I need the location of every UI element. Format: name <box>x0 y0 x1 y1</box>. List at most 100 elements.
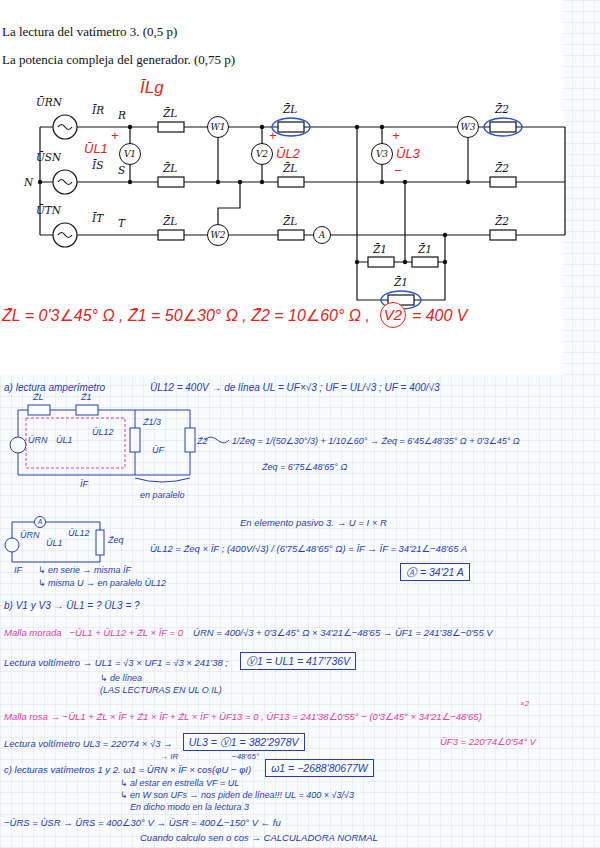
wattmeter-wire <box>218 182 240 224</box>
component-label: ĪS <box>92 159 103 172</box>
handwritten-note: ĪF <box>80 479 88 490</box>
impedance-symbol <box>490 122 516 132</box>
node-text: W3 <box>461 122 476 132</box>
junction-dot <box>443 260 447 264</box>
component-label: Z̄L <box>163 162 177 175</box>
question-text: La lectura del vatímetro 3. (0,5 p) <box>2 24 177 40</box>
junction-dot <box>355 260 359 264</box>
mesh-loop <box>26 418 125 468</box>
impedance-symbol <box>278 177 304 187</box>
sine-mark <box>58 125 72 238</box>
node-text: UL3 = Ⓥ1 = 382'2978V <box>189 736 299 748</box>
meter-symbol: W2 <box>207 224 229 246</box>
junction-dot <box>238 180 242 184</box>
impedance-symbol <box>490 230 516 240</box>
sketch-impedance <box>96 530 104 555</box>
component-label: Z̄L <box>283 215 297 228</box>
junction-dots <box>38 125 470 264</box>
handwritten-note: ŪL12 <box>68 528 90 539</box>
handwritten-note: + <box>269 128 277 144</box>
node-text: V2 <box>256 149 268 159</box>
node-text: A <box>319 230 326 240</box>
impedance-symbol <box>158 230 184 240</box>
handwritten-note: ŪF <box>152 445 164 456</box>
handwritten-note: = 400 V <box>412 306 468 325</box>
handwritten-note: (LAS LECTURAS EN UL O IL) <box>100 685 222 696</box>
impedance-symbol <box>412 257 438 267</box>
handwritten-note: ŪL12 = Z̄eq × ĪF ; (400V/√3) / (6'75∠48'… <box>150 543 467 554</box>
generators <box>53 115 77 247</box>
line-wire <box>77 127 565 235</box>
junction-dot <box>403 260 407 264</box>
component-label: Z̄L <box>283 103 297 116</box>
result-box: Ⓐ = 34'21 A <box>400 563 470 581</box>
handwritten-note: c) lecturas vatímetros 1 y 2. ω1 = ŪRN ×… <box>4 764 251 775</box>
meter-symbol: A <box>34 516 46 528</box>
junction-dot <box>216 180 220 184</box>
meter-symbol: W3 <box>457 116 479 138</box>
node-text: ω1 = −2688'80677W <box>271 762 368 774</box>
handwritten-note: Malla rosa → −ŪL1 + Z̄L × ĪF + Z̄1 × ĪF … <box>4 711 482 722</box>
handwritten-note: + <box>392 128 400 144</box>
junction-dot <box>466 180 470 184</box>
handwritten-note: → IR <box>160 752 178 762</box>
handwritten-note: Lectura voltímetro → UL1 = √3 × UF1 = √3… <box>4 657 228 668</box>
pen-circles <box>272 118 522 309</box>
handwritten-note: ↳ en serie → misma ĪF <box>38 565 131 576</box>
handwritten-note: Z̄1/3 <box>143 417 161 428</box>
handwritten-note: ŪF3 = 220'74∠0'54° V <box>440 736 536 747</box>
impedance-symbol <box>490 177 516 187</box>
result-box: ω1 = −2688'80677W <box>265 759 374 777</box>
sketch-wire <box>12 522 100 562</box>
sketch-source <box>5 538 19 552</box>
circuit-wires <box>40 127 565 300</box>
junction-dot <box>128 125 132 129</box>
handwritten-note: Z̄L <box>33 392 44 403</box>
handwritten-note: ŪRN <box>20 530 40 541</box>
component-label: Z̄2 <box>495 103 509 116</box>
impedances <box>158 122 516 305</box>
node-text: W1 <box>211 122 226 132</box>
component-label: ŪTN <box>36 204 61 217</box>
handwritten-note: Z̄eq = 6'75∠48'65° Ω <box>262 462 347 473</box>
handwritten-note: ŪL1 <box>56 435 73 446</box>
component-label: Z̄1 <box>418 243 432 256</box>
handwritten-note: Malla morada <box>4 627 62 638</box>
handwritten-note: + <box>111 128 119 144</box>
printed-sheet <box>0 0 563 375</box>
handwritten-note: Z̄2 <box>197 436 208 447</box>
component-label: ĪR <box>92 104 104 117</box>
component-label: ĪT <box>92 212 103 225</box>
component-label: Z̄L <box>283 162 297 175</box>
handwritten-note: ŪL3 <box>396 146 420 162</box>
sketch-impedance <box>130 428 140 452</box>
sketch-circuit <box>10 405 229 482</box>
component-label: T <box>118 217 125 230</box>
meter-symbol: V3 <box>371 143 393 165</box>
question-text: La potencia compleja del generador. (0,7… <box>2 52 235 68</box>
node-text: V1 <box>124 149 136 159</box>
node-text: W2 <box>211 230 226 240</box>
handwritten-note: ŪRN = 400/√3 + 0'3∠45° Ω × 34'21∠−48'65 … <box>193 627 493 638</box>
component-label: Z̄1 <box>394 276 408 289</box>
junction-dot <box>443 233 447 237</box>
handwritten-note: ŪL1 <box>84 141 108 157</box>
handwritten-note: Z̄L = 0'3∠45° Ω , Z̄1 = 50∠30° Ω , Z̄2 =… <box>2 306 370 325</box>
component-label: Z̄2 <box>495 215 509 228</box>
impedance-symbol <box>368 257 394 267</box>
junction-dot <box>260 180 264 184</box>
handwritten-note: ŪL12 = 400V → de línea UL = UF×√3 ; UF =… <box>150 382 440 394</box>
component-label: Z̄2 <box>495 162 509 175</box>
sketch-impedance <box>76 405 98 415</box>
node-text: Ⓐ = 34'21 A <box>406 566 464 578</box>
result-box: UL3 = Ⓥ1 = 382'2978V <box>183 733 305 751</box>
impedance-symbol <box>278 122 304 132</box>
handwritten-note: ↳ en W son UFs → nos piden de línea!!! U… <box>120 790 354 801</box>
sketch-brace <box>205 437 229 443</box>
node-text: V3 <box>376 149 388 159</box>
junction-dot <box>380 125 384 129</box>
sketch-circuit <box>5 522 104 562</box>
component-label: Z̄L <box>163 107 177 120</box>
junction-dot <box>355 125 359 129</box>
